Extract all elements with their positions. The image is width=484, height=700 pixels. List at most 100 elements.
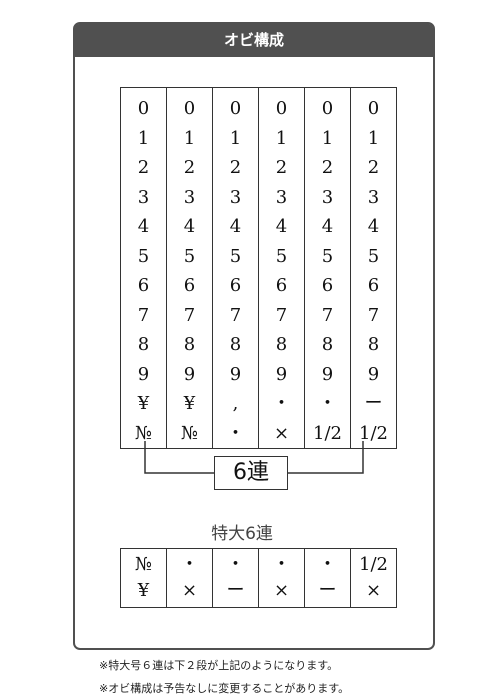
sub-column-2: ・× (166, 548, 213, 608)
main-glyph: 1/2 (359, 422, 388, 444)
main-glyph: 4 (321, 216, 334, 237)
main-glyph: 0 (183, 98, 196, 119)
set-count-label: 6連 (214, 456, 288, 490)
main-glyph: № (134, 422, 153, 444)
main-glyph: 2 (367, 157, 380, 178)
main-glyph: 4 (137, 216, 150, 237)
sub-glyph: ー (226, 580, 245, 601)
main-glyph: 1 (137, 127, 150, 149)
main-glyph: 9 (275, 363, 288, 385)
main-glyph: 8 (137, 334, 150, 355)
main-glyph: 1/2 (313, 422, 342, 444)
main-glyph: 3 (183, 186, 196, 208)
main-glyph: № (180, 422, 199, 444)
main-glyph: 3 (229, 186, 242, 208)
sub-column-5: ・ー (304, 548, 351, 608)
main-glyph: 6 (367, 275, 380, 296)
main-glyph: 4 (183, 216, 196, 237)
main-column-5: 0 1 2 3 4 5 6 7 8 9 ・ 1/2 (304, 87, 351, 449)
main-glyph: 7 (275, 304, 288, 326)
main-glyph: 6 (137, 275, 150, 296)
main-glyph: ¥ (137, 393, 150, 414)
sub-glyph: ・ (180, 554, 199, 575)
sub-column-6: 1/2 × (350, 548, 397, 608)
note-1: ※特大号６連は下２段が上記のようになります。 (99, 659, 339, 672)
main-column-6: 0 1 2 3 4 5 6 7 8 9 ー 1/2 (350, 87, 397, 449)
main-glyph: 5 (275, 245, 288, 267)
main-character-grid: 0 1 2 3 4 5 6 7 8 9 ¥ № 0 1 2 3 4 5 6 7 8 9 ¥ № 0 1 2 3 4 5 6 7 8 9, ・ 0 1 2 3… (120, 87, 397, 449)
sub-column-3: ・ー (212, 548, 259, 608)
main-glyph: 8 (367, 334, 380, 355)
sub-glyph: × (181, 580, 198, 601)
main-glyph: 3 (137, 186, 150, 208)
sub-glyph: ・ (318, 554, 337, 575)
main-glyph: 9 (367, 363, 380, 385)
main-glyph: 7 (367, 304, 380, 326)
note-2: ※オビ構成は予告なしに変更することがあります。 (99, 682, 350, 695)
main-glyph: 5 (183, 245, 196, 267)
main-glyph: 2 (275, 157, 288, 178)
main-glyph: 7 (183, 304, 196, 326)
sub-glyph: № (134, 554, 153, 575)
sub-glyph: 1/2 (359, 554, 388, 575)
sub-glyph: × (273, 580, 290, 601)
main-glyph: 9 (321, 363, 334, 385)
main-glyph: 0 (137, 98, 150, 119)
obi-panel: オビ構成 (73, 22, 435, 650)
main-glyph: 3 (367, 186, 380, 208)
main-glyph: 9 (229, 363, 242, 385)
main-glyph: 5 (229, 245, 242, 267)
main-glyph: 1 (367, 127, 380, 149)
main-glyph: 8 (229, 334, 242, 355)
sub-title: 特大6連 (211, 524, 273, 544)
main-glyph: × (273, 422, 290, 444)
main-glyph: 8 (321, 334, 334, 355)
main-glyph: 2 (229, 157, 242, 178)
main-glyph: 5 (321, 245, 334, 267)
main-glyph: ・ (318, 393, 337, 414)
main-glyph: 0 (275, 98, 288, 119)
main-glyph: 1 (229, 127, 242, 149)
main-glyph: 5 (367, 245, 380, 267)
main-glyph: 7 (137, 304, 150, 326)
main-glyph: 3 (321, 186, 334, 208)
main-glyph: 1 (321, 127, 334, 149)
main-glyph: 3 (275, 186, 288, 208)
main-glyph: 7 (229, 304, 242, 326)
main-glyph: 4 (367, 216, 380, 237)
main-glyph: ー (364, 393, 383, 414)
main-glyph: 2 (321, 157, 334, 178)
sub-glyph: × (365, 580, 382, 601)
sub-column-4: ・× (258, 548, 305, 608)
sub-glyph: ・ (272, 554, 291, 575)
main-glyph: 4 (275, 216, 288, 237)
main-glyph: 0 (367, 98, 380, 119)
sub-glyph: ー (318, 580, 337, 601)
main-glyph: , (232, 393, 239, 414)
main-glyph: 8 (275, 334, 288, 355)
main-glyph: 8 (183, 334, 196, 355)
main-column-3: 0 1 2 3 4 5 6 7 8 9, ・ (212, 87, 259, 449)
main-glyph: 9 (137, 363, 150, 385)
main-glyph: ¥ (183, 393, 196, 414)
sub-glyph: ¥ (137, 580, 150, 601)
main-glyph: 4 (229, 216, 242, 237)
main-glyph: 1 (183, 127, 196, 149)
panel-title: オビ構成 (75, 24, 433, 57)
main-glyph: 6 (229, 275, 242, 296)
main-glyph: 0 (321, 98, 334, 119)
main-glyph: 9 (183, 363, 196, 385)
main-glyph: 0 (229, 98, 242, 119)
main-glyph: 5 (137, 245, 150, 267)
sub-column-1: №¥ (120, 548, 167, 608)
main-glyph: 6 (321, 275, 334, 296)
main-glyph: 2 (183, 157, 196, 178)
main-glyph: 7 (321, 304, 334, 326)
main-glyph: ・ (226, 422, 245, 444)
main-glyph: 6 (275, 275, 288, 296)
